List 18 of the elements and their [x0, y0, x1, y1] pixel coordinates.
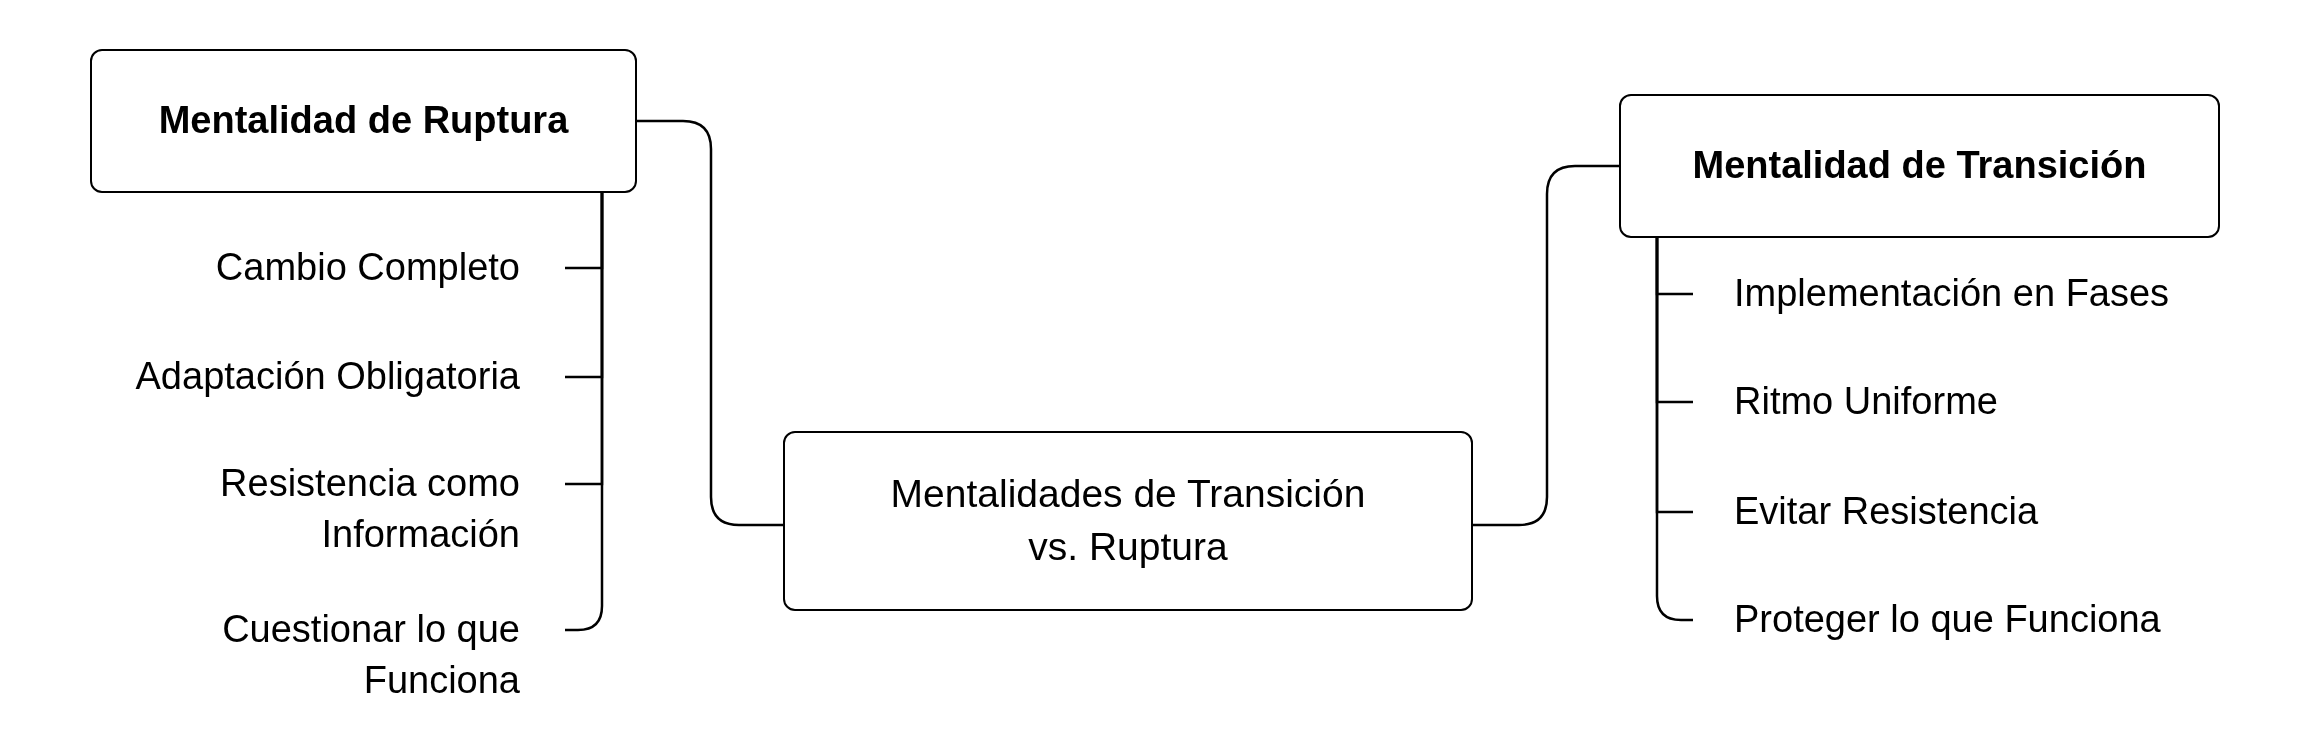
- item-label: Adaptación Obligatoria: [135, 354, 520, 399]
- connector-line: [637, 119, 783, 527]
- branch-heading: Mentalidad de Ruptura: [158, 98, 569, 144]
- item-label: Evitar Resistencia: [1734, 489, 2039, 534]
- topic-box: [783, 431, 1473, 611]
- connector-line: [1655, 238, 1693, 622]
- topic-label: Mentalidades de Transición vs. Ruptura: [889, 471, 1367, 570]
- item-label: Cambio Completo: [215, 245, 520, 290]
- connector-line: [565, 193, 604, 632]
- item-label: Implementación en Fases: [1734, 271, 2170, 316]
- connector-line: [1473, 164, 1619, 527]
- topic-box: [1619, 94, 2220, 238]
- item-label: Cuestionar lo que Funciona: [221, 607, 520, 704]
- item-label: Ritmo Uniforme: [1734, 379, 1998, 424]
- item-label: Resistencia como Información: [219, 461, 520, 558]
- item-label: Proteger lo que Funciona: [1734, 597, 2161, 642]
- topic-box: [90, 49, 637, 193]
- branch-heading: Mentalidad de Transición: [1692, 143, 2147, 189]
